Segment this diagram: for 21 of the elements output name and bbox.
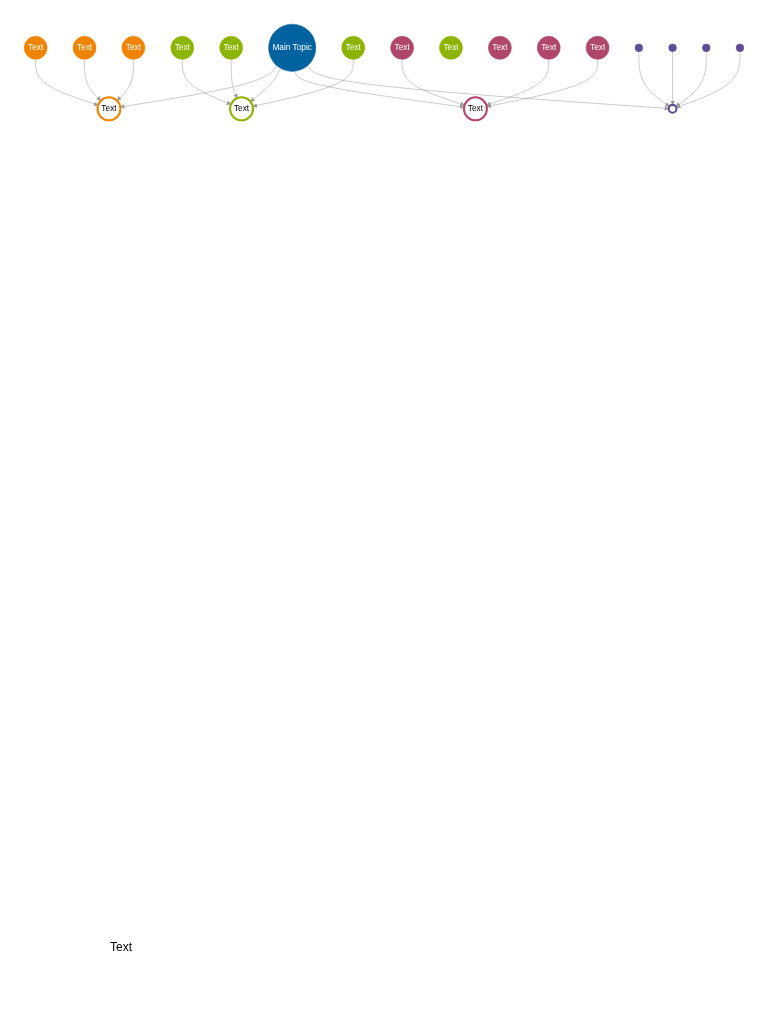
node-circle — [634, 43, 644, 52]
node-circle — [735, 43, 745, 52]
node-circle: Text — [341, 36, 365, 60]
node-circle: Text — [462, 96, 488, 122]
node-circle: Main Topic — [268, 23, 317, 72]
node-circle: Text — [229, 96, 255, 122]
node-circle: Text — [219, 36, 243, 60]
node-circle: Text — [537, 36, 561, 60]
node-circle: Text — [23, 36, 48, 60]
node-circle: Text — [96, 96, 122, 122]
node-circle — [667, 103, 678, 114]
node-circle — [702, 43, 711, 52]
node-circle — [668, 43, 677, 52]
note-text: Text — [110, 940, 132, 954]
node-circle: Text — [72, 36, 97, 60]
node-circle: Text — [439, 36, 463, 60]
node-circle: Text — [585, 36, 610, 60]
node-circle: Text — [488, 36, 512, 60]
node-circle: Text — [390, 36, 414, 60]
node-circle: Text — [170, 36, 195, 60]
node-circle: Text — [121, 36, 146, 60]
